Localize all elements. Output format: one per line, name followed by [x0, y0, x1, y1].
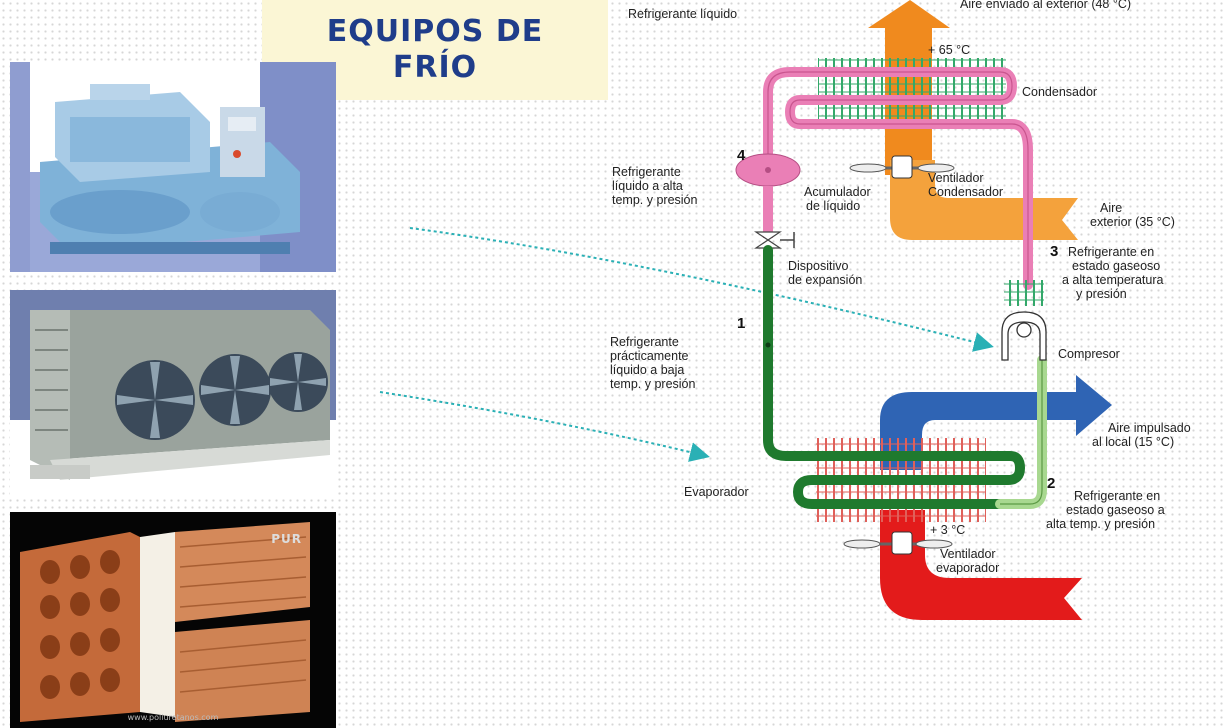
label-fan-evaporator-line1: Ventilador	[940, 547, 996, 561]
compressor	[1001, 311, 1047, 361]
label-point2-line3: alta temp. y presión	[1046, 517, 1155, 531]
label-accumulator-line2: de líquido	[806, 199, 860, 213]
label-point1-line2: prácticamente	[610, 349, 689, 363]
label-expansion-line2: de expansión	[788, 273, 862, 287]
panel-website: www.poliuretanos.com	[127, 713, 219, 722]
number-2: 2	[1047, 475, 1055, 492]
label-accumulator-line1: Acumulador	[804, 185, 871, 199]
label-point4-line1: Refrigerante	[612, 165, 681, 179]
number-1: 1	[737, 315, 745, 332]
label-point4-line3: temp. y presión	[612, 193, 698, 207]
label-point4-line2: líquido a alta	[612, 179, 683, 193]
chiller-photo	[10, 62, 336, 272]
label-supply-air-line2: al local (15 °C)	[1092, 435, 1174, 449]
label-fan-condenser-line1: Ventilador	[928, 171, 984, 185]
pointer-arrow-compressor	[409, 227, 994, 352]
outdoor-air-stream	[890, 160, 1078, 240]
label-expansion-line1: Dispositivo	[788, 259, 848, 273]
label-point1-line4: temp. y presión	[610, 377, 696, 391]
label-fan-evaporator-line2: evaporador	[936, 561, 999, 575]
label-point2-line1: Refrigerante en	[1074, 489, 1160, 503]
number-3: 3	[1050, 243, 1058, 260]
number-4: 4	[737, 147, 746, 164]
label-compressor: Compresor	[1058, 347, 1120, 361]
label-point3-line2: estado gaseoso	[1072, 259, 1160, 273]
label-point1-line3: líquido a baja	[610, 363, 684, 377]
label-temp-low: + 3 °C	[930, 523, 965, 537]
label-supply-air-line1: Aire impulsado	[1108, 421, 1191, 435]
pointer-arrow-evaporator	[379, 391, 710, 462]
label-top-refrigerant: Refrigerante líquido	[628, 7, 737, 21]
label-condenser: Condensador	[1022, 85, 1097, 99]
return-air-stream	[880, 510, 1082, 620]
label-temp-high: + 65 °C	[928, 43, 970, 57]
title-line-1: EQUIPOS DE	[326, 14, 544, 49]
panel-brand-logo: PUR	[271, 532, 302, 546]
label-fan-condenser-line2: Condensador	[928, 185, 1003, 199]
label-point1-line1: Refrigerante	[610, 335, 679, 349]
label-ext-air-line2: exterior (35 °C)	[1090, 215, 1175, 229]
label-point2-line2: estado gaseoso a	[1066, 503, 1165, 517]
label-top-air: Aire enviado al exterior (48 °C)	[960, 0, 1131, 11]
label-point3-line1: Refrigerante en	[1068, 245, 1154, 259]
condenser-photo	[10, 290, 336, 495]
label-ext-air-line1: Aire	[1100, 201, 1122, 215]
label-evaporator: Evaporador	[684, 485, 749, 499]
label-point3-line4: y presión	[1076, 287, 1127, 301]
insulated-panel-photo: PUR www.poliuretanos.com	[10, 512, 336, 728]
condenser-fan	[849, 155, 955, 179]
supply-air-arrow	[880, 375, 1112, 470]
title-line-2: FRÍO	[392, 50, 478, 85]
expansion-valve	[754, 231, 795, 249]
evaporator-fan	[843, 531, 953, 555]
label-point3-line3: a alta temperatura	[1062, 273, 1163, 287]
